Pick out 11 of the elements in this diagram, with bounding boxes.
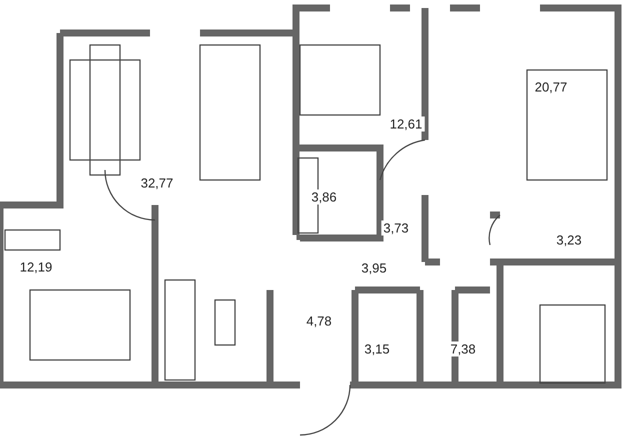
- area-label: 3,95: [359, 260, 389, 276]
- area-label: 3,73: [381, 220, 411, 236]
- area-label: 12,61: [388, 116, 424, 132]
- area-label: 20,77: [532, 80, 570, 94]
- area-label: 12,19: [18, 260, 54, 274]
- area-label: 32,77: [138, 176, 176, 190]
- area-label: 3,15: [362, 342, 392, 356]
- area-label: 3,86: [309, 190, 339, 204]
- area-label: 7,38: [448, 342, 478, 356]
- area-label: 3,23: [554, 232, 584, 248]
- area-label: 4,78: [304, 314, 334, 328]
